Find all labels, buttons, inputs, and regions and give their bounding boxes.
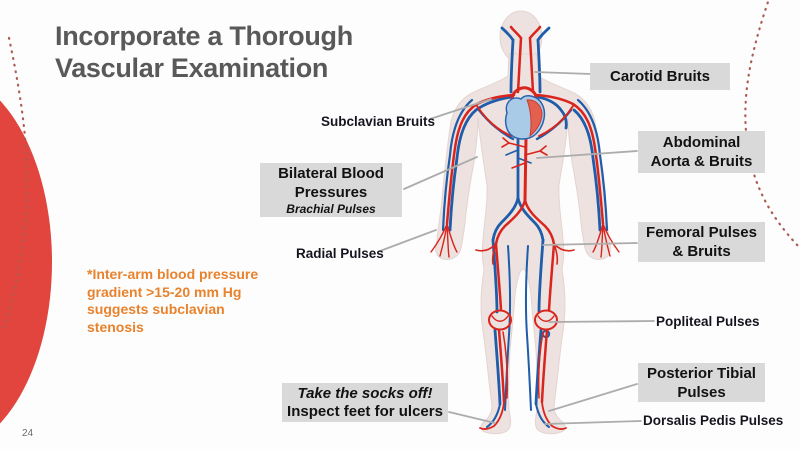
callout-abdominal-line-1: Abdominal [662, 134, 741, 151]
footnote-interarm-gradient: *Inter-arm blood pressure gradient >15-2… [87, 266, 272, 336]
callout-socks-off: Take the socks off! Inspect feet for ulc… [282, 383, 448, 422]
title-line-2: Vascular Examination [55, 53, 329, 83]
red-accent-shape [0, 100, 52, 424]
callout-brachial-pulses-label: Brachial Pulses [286, 201, 376, 216]
connector-bilateral-bp [403, 156, 478, 190]
connector-abdominal [536, 150, 638, 159]
callout-femoral-line-2: & Bruits [672, 243, 731, 260]
label-popliteal-pulses: Popliteal Pulses [656, 314, 760, 329]
callout-socks-line-2: Inspect feet for ulcers [287, 402, 443, 420]
connector-radial [379, 229, 437, 252]
callout-bilateral-line-1: Bilateral Blood [278, 164, 384, 182]
connector-femoral [542, 242, 638, 246]
connector-popliteal [548, 320, 655, 323]
connector-carotid [534, 71, 592, 75]
page-number: 24 [22, 428, 34, 439]
dotted-arc-right-icon [744, 0, 800, 249]
callout-posterior-tibial: Posterior Tibial Pulses [638, 363, 765, 402]
connector-lines [379, 71, 655, 425]
connector-socks [448, 411, 496, 424]
label-dorsalis-pedis-pulses: Dorsalis Pedis Pulses [643, 413, 784, 428]
label-subclavian-bruits: Subclavian Bruits [321, 114, 436, 129]
callout-bilateral-line-2: Pressures [294, 183, 368, 201]
dotted-arc-left-icon [1, 36, 29, 332]
connector-posterior-tibial [548, 383, 638, 412]
callout-posterior-line-2: Pulses [677, 383, 726, 401]
heart-icon [504, 95, 546, 140]
footnote-line-3: suggests subclavian stenosis [87, 301, 225, 335]
footnote-line-2: gradient >15-20 mm Hg [87, 283, 242, 300]
callout-femoral-line-1: Femoral Pulses [646, 224, 757, 241]
knee-popliteal-circles [488, 309, 558, 331]
callout-abdominal-line-2: Aorta & Bruits [650, 153, 753, 170]
callout-posterior-line-1: Posterior Tibial [647, 364, 756, 382]
connector-dorsalis-pedis [544, 420, 642, 425]
callout-bilateral-blood-pressures: Bilateral Blood Pressures Brachial Pulse… [260, 163, 402, 217]
callout-carotid-bruits-label: Carotid Bruits [609, 68, 710, 85]
connector-subclavian [429, 98, 492, 120]
callout-carotid-bruits: Carotid Bruits [590, 63, 730, 90]
footnote-line-1: *Inter-arm blood pressure [87, 266, 259, 282]
page-title: Incorporate a Thorough Vascular Examinat… [55, 20, 425, 84]
title-line-1: Incorporate a Thorough [55, 21, 353, 51]
callout-femoral-pulses: Femoral Pulses & Bruits [638, 222, 765, 262]
label-radial-pulses: Radial Pulses [296, 246, 384, 261]
callout-socks-line-1: Take the socks off! [297, 384, 433, 402]
callout-abdominal-aorta: Abdominal Aorta & Bruits [638, 131, 765, 173]
